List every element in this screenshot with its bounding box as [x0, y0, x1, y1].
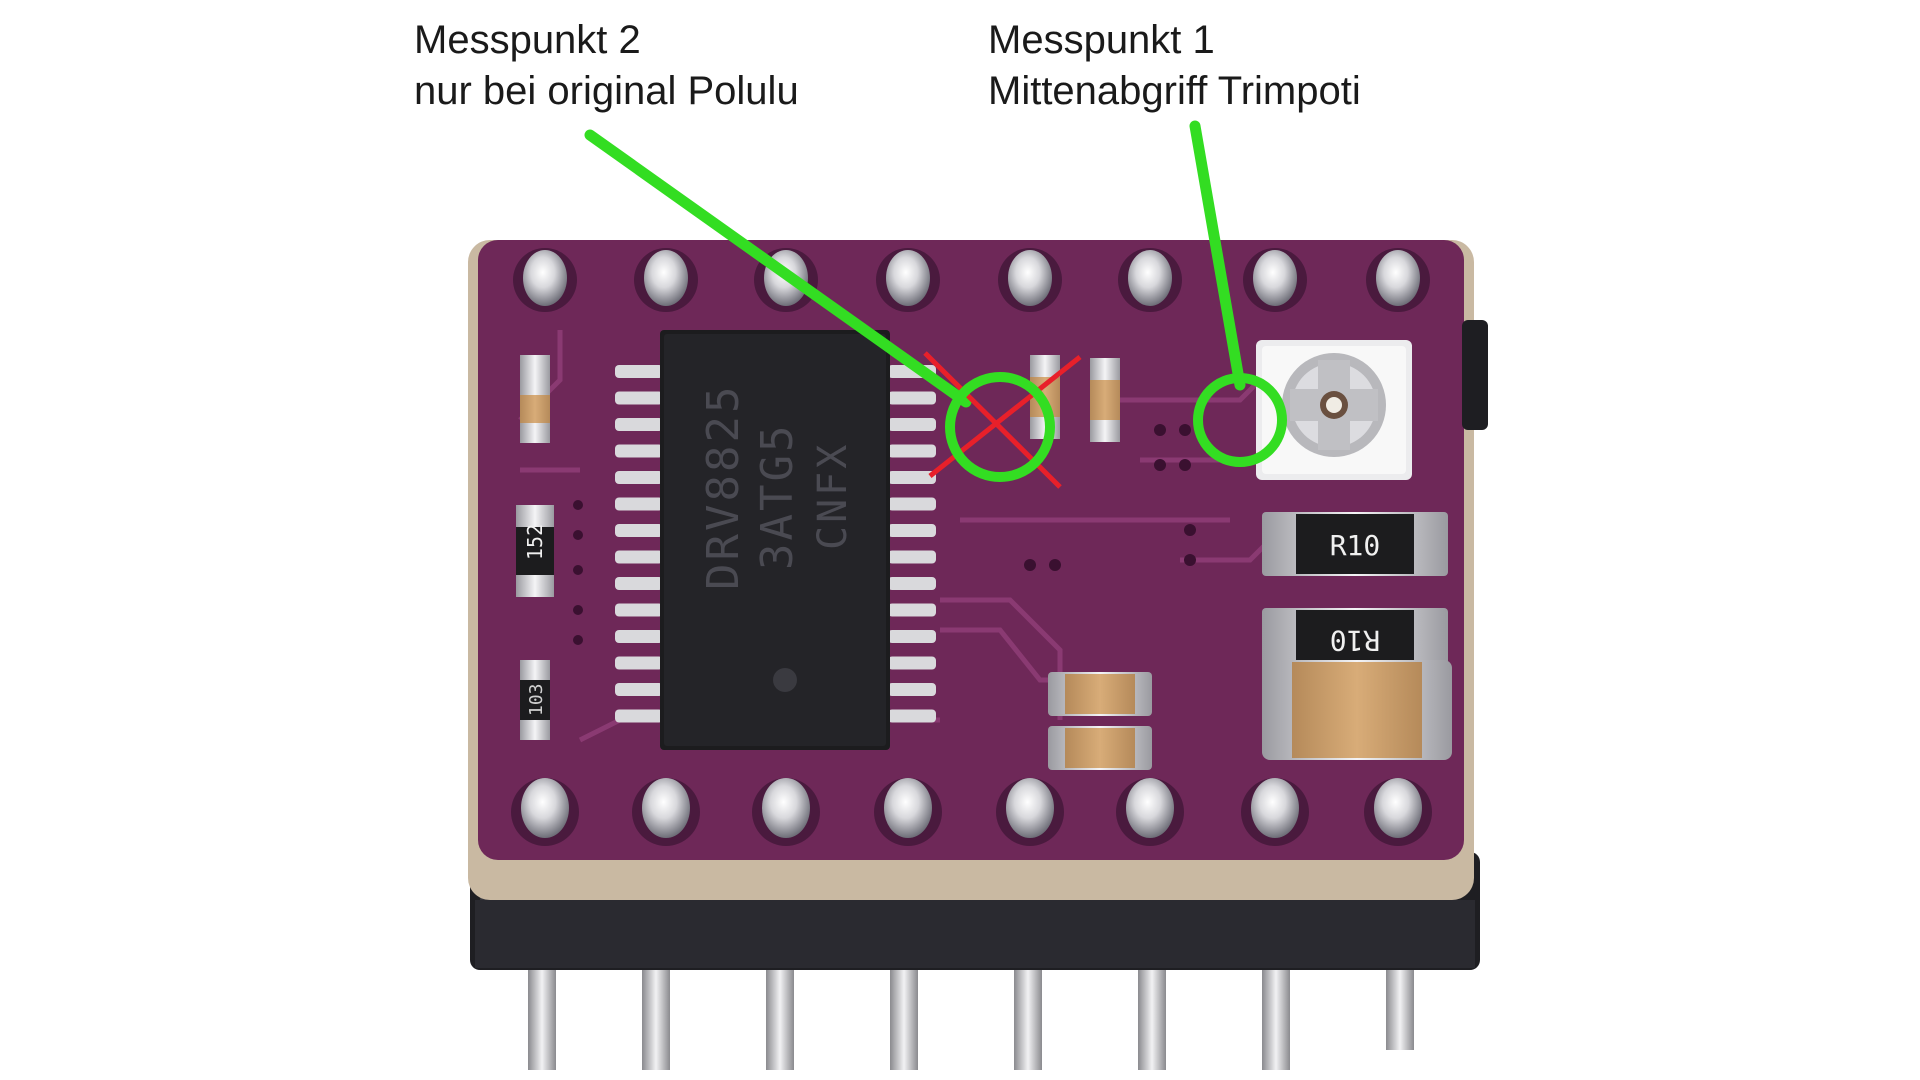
ic-lead [888, 418, 936, 431]
ic-lead [888, 550, 936, 564]
leader-line-point-1 [1189, 120, 1246, 391]
caption-1-subtitle: Mittenabgriff Trimpoti [988, 69, 1361, 113]
ic-lead [615, 418, 663, 431]
ic-lead [615, 444, 663, 458]
ic-lead [615, 656, 663, 670]
smd-parts-left: 152 103 [516, 355, 554, 740]
ic-lead [888, 656, 936, 670]
ic-lead [615, 391, 663, 405]
measurement-annotations [584, 120, 1287, 489]
ic-lead [888, 683, 936, 696]
ic-lead [615, 550, 663, 564]
bottom-pin-row [511, 778, 1432, 846]
caption-messpunkt-1: Messpunkt 1 Mittenabgriff Trimpoti [988, 15, 1361, 117]
ic-lead [615, 365, 663, 378]
pin-legs [528, 960, 1414, 1070]
ic-lead [615, 603, 663, 617]
green-ring-icon [945, 372, 1055, 482]
smd-marking-103: 103 [526, 683, 547, 716]
leader-line-point-2 [584, 129, 972, 408]
ic-lead [888, 577, 936, 590]
caption-messpunkt-2: Messpunkt 2 nur bei original Polulu [414, 15, 799, 117]
trimpot [1256, 340, 1412, 480]
ic-lead [615, 709, 663, 723]
resistor-marking-b: R10 [1330, 624, 1381, 657]
ic-lead [615, 577, 663, 590]
ic-lead [888, 391, 936, 405]
green-ring-icon [1193, 373, 1287, 467]
caption-2-subtitle: nur bei original Polulu [414, 69, 799, 113]
caption-2-title: Messpunkt 2 [414, 18, 641, 62]
ic-lead [888, 497, 936, 511]
ic-marking-line-2: 3ATG5 [752, 423, 803, 570]
ic-leads [615, 365, 936, 723]
ic-lead [888, 471, 936, 484]
pcb-vias [573, 424, 1196, 645]
ic-marking-line-1: DRV8825 [698, 384, 749, 590]
ic-lead [888, 630, 936, 643]
ic-marking-line-3: CNFX [810, 442, 856, 550]
driver-ic: DRV8825 3ATG5 CNFX [660, 330, 890, 750]
ic-lead [888, 603, 936, 617]
ic-lead [615, 630, 663, 643]
smd-marking-152: 152 [523, 524, 547, 560]
ic-lead [888, 524, 936, 537]
ic-lead [615, 497, 663, 511]
ic-lead [615, 471, 663, 484]
ic-lead [888, 709, 936, 723]
ic-lead [615, 683, 663, 696]
resistor-marking-a: R10 [1330, 529, 1381, 562]
ic-lead [615, 524, 663, 537]
caption-1-title: Messpunkt 1 [988, 18, 1215, 62]
ic-lead [888, 444, 936, 458]
bulk-capacitor [1262, 660, 1452, 760]
